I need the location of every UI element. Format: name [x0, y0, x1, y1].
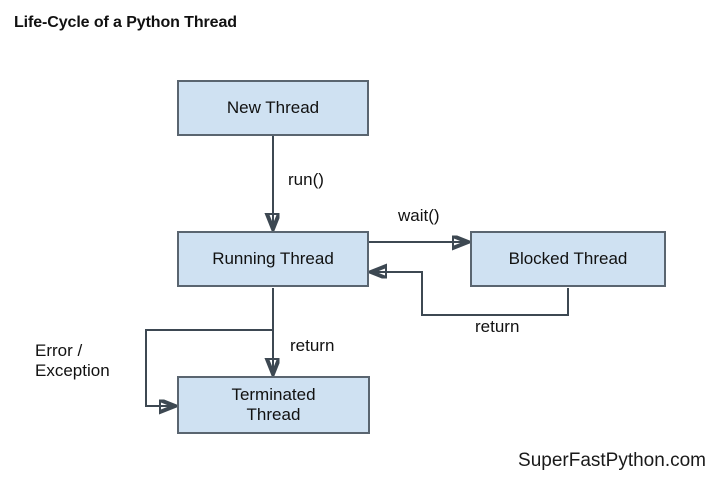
- edge-label-error-exception: Error / Exception: [35, 341, 110, 381]
- state-label-blocked-thread: Blocked Thread: [508, 248, 628, 268]
- state-label-terminated-thread: Terminated Thread: [231, 385, 315, 425]
- state-box-running-thread[interactable]: Running Thread: [177, 231, 369, 287]
- edge-return-blocked: [372, 272, 569, 316]
- edge-label-return-blocked: return: [475, 317, 520, 336]
- state-box-new-thread[interactable]: New Thread: [177, 80, 369, 136]
- state-label-new-thread: New Thread: [226, 97, 320, 117]
- state-label-terminated-thread-line1: Terminated: [231, 384, 316, 404]
- edge-label-run: run(): [288, 170, 324, 189]
- edge-label-error-exception-line1: Error /: [35, 341, 83, 360]
- edge-label-error-exception-line2: Exception: [35, 361, 110, 381]
- edge-label-wait: wait(): [398, 206, 440, 225]
- state-label-running-thread: Running Thread: [212, 248, 334, 268]
- state-box-terminated-thread[interactable]: Terminated Thread: [177, 376, 370, 434]
- state-box-blocked-thread[interactable]: Blocked Thread: [470, 231, 666, 287]
- edge-label-return-terminated: return: [290, 336, 335, 355]
- edge-error-exception: [145, 329, 273, 406]
- state-label-terminated-thread-line2: Thread: [246, 405, 301, 424]
- watermark: SuperFastPython.com: [518, 450, 706, 471]
- page-title: Life-Cycle of a Python Thread: [14, 14, 237, 31]
